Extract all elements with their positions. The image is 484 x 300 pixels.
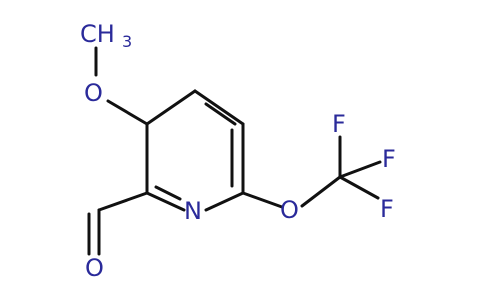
ring-nitrogen-label: N bbox=[184, 197, 202, 225]
fluorine-right-label: F bbox=[382, 145, 396, 173]
bond-c6-o-ether bbox=[241, 191, 284, 209]
bond-c3-o-methoxy bbox=[106, 99, 149, 126]
fluorine-top-label: F bbox=[332, 110, 346, 138]
bond-c3-c4 bbox=[145, 89, 197, 126]
bond-n-c2 bbox=[145, 191, 186, 212]
bond-cf3-f-bottom bbox=[338, 175, 380, 200]
bond-c2-cho bbox=[97, 191, 149, 212]
bond-o-cf3 bbox=[300, 175, 342, 208]
methyl-subscript: 3 bbox=[122, 32, 132, 51]
aldehyde-oxygen-label: O bbox=[85, 254, 104, 282]
methyl-label: CH bbox=[80, 20, 115, 48]
ether-oxygen-label: O bbox=[280, 196, 299, 224]
methoxy-oxygen-label: O bbox=[84, 79, 103, 107]
bond-n-c2-inner bbox=[154, 185, 182, 201]
fluorine-bottom-label: F bbox=[380, 195, 394, 223]
bond-c5-c5-inner bbox=[204, 102, 237, 126]
bond-c6-n bbox=[204, 191, 245, 212]
bond-cf3-f-right bbox=[338, 160, 382, 179]
bond-c4-c5 bbox=[193, 89, 245, 126]
